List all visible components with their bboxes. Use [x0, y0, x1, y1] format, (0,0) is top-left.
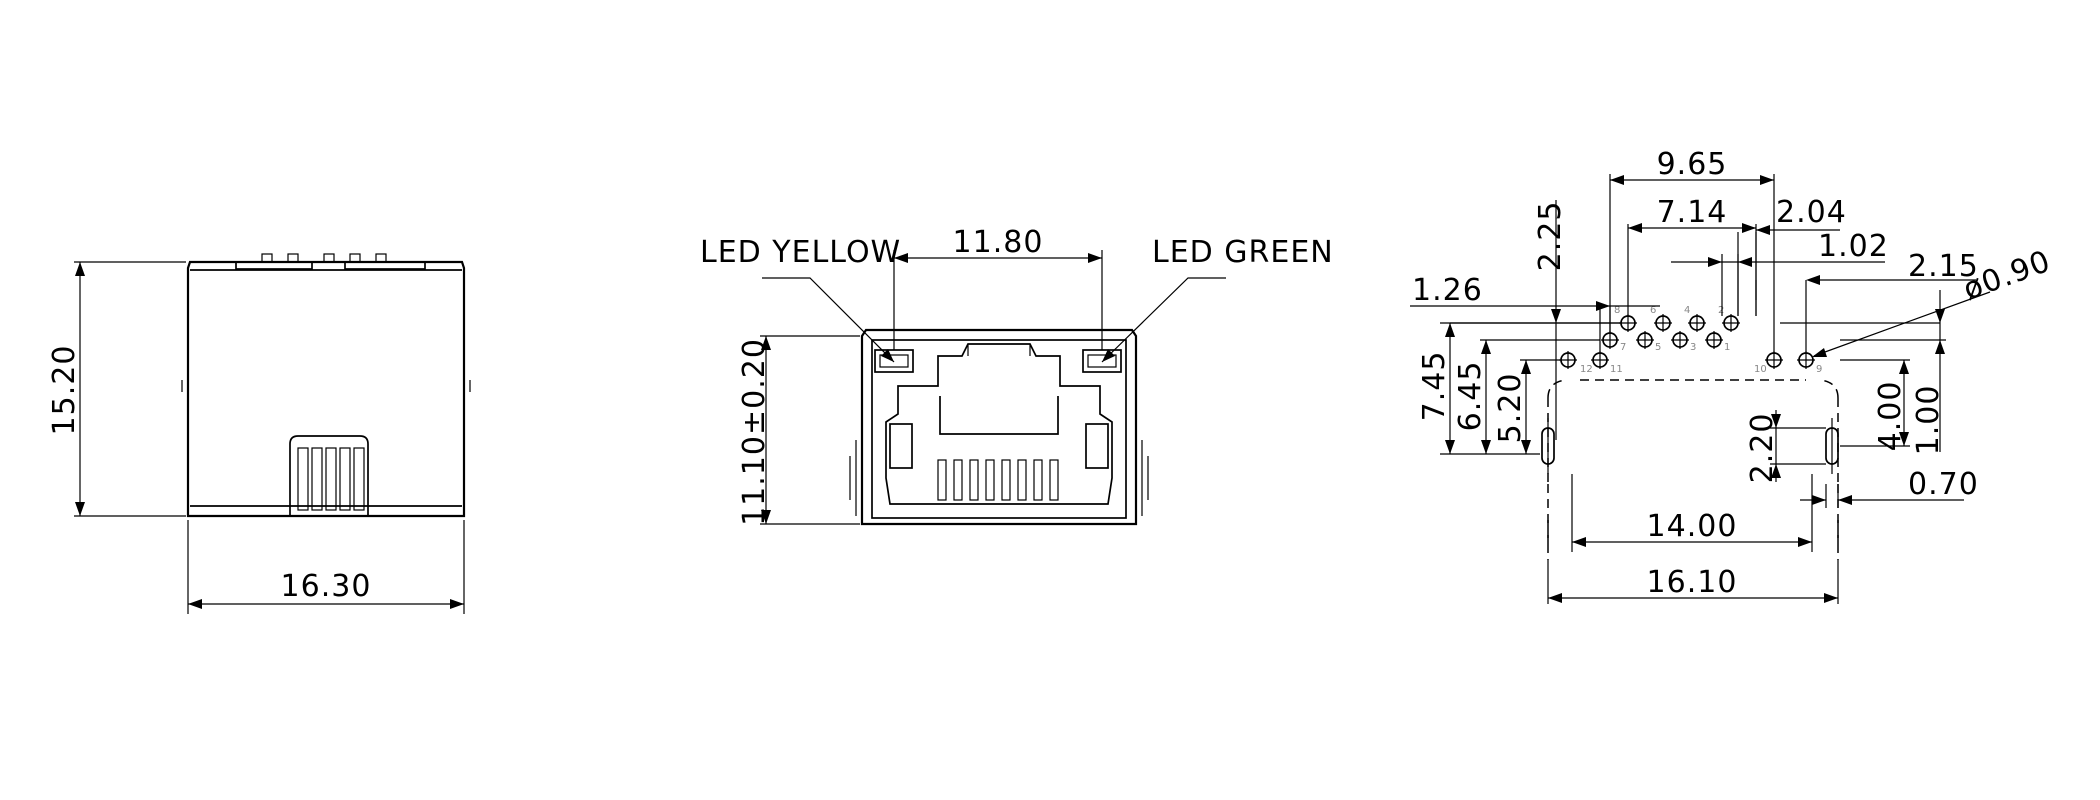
dim-16-10: 16.10 [1547, 560, 1839, 604]
dim-2-15: 2.15 [1755, 249, 1979, 352]
dim-offset-1-00: 1.00 [1911, 385, 1946, 456]
dim-14-00: 14.00 [1571, 474, 1813, 552]
svg-text:2: 2 [1718, 305, 1724, 316]
dim-pitch-a: 2.04 [1776, 195, 1847, 230]
dim-0-70: 0.70 [1800, 467, 1979, 508]
rj45-contacts [937, 459, 1059, 501]
front-view-body [860, 328, 1138, 526]
svg-text:11: 11 [1610, 364, 1623, 375]
svg-text:7: 7 [1620, 342, 1626, 353]
dim-16-30: 16.30 [187, 520, 465, 614]
svg-text:5: 5 [1655, 342, 1661, 353]
dim-height-5-20: 5.20 [1493, 373, 1528, 444]
side-view-top-pins [235, 253, 426, 270]
dim-height-4-00: 4.00 [1873, 381, 1908, 452]
dim-1-02: 1.02 [1671, 229, 1889, 316]
dim-inner-width: 14.00 [1647, 509, 1738, 544]
dim-1-26: 1.26 [1410, 273, 1660, 352]
svg-text:9: 9 [1816, 364, 1822, 375]
side-view-contacts [289, 435, 369, 516]
label-led-green: LED GREEN [1152, 235, 1334, 270]
svg-text:12: 12 [1580, 364, 1593, 375]
pin-holes [1559, 314, 1815, 369]
svg-text:6: 6 [1650, 305, 1656, 316]
front-view: 11.80 LED YELLOW LED GREEN 11.10±0.20 [700, 225, 1334, 526]
dim-6-45: 6.45 [1453, 339, 1600, 454]
dim-4-00: 4.00 [1840, 359, 1910, 452]
dim-height-7-45: 7.45 [1417, 351, 1452, 422]
dim-2-20: 2.20 [1745, 410, 1826, 483]
dim-offset-2-25: 2.25 [1533, 201, 1568, 272]
svg-text:8: 8 [1614, 305, 1620, 316]
dim-front-height: 11.10±0.20 [737, 338, 772, 526]
dim-side-height: 15.20 [47, 345, 82, 436]
led-yellow-window [874, 349, 914, 373]
dim-pitch-b: 1.02 [1818, 229, 1889, 264]
svg-text:1: 1 [1724, 342, 1730, 353]
svg-text:10: 10 [1754, 364, 1767, 375]
svg-text:3: 3 [1690, 342, 1696, 353]
label-led-yellow: LED YELLOW [700, 235, 901, 270]
dim-height-6-45: 6.45 [1453, 361, 1488, 432]
dim-offset-2-15: 2.15 [1908, 249, 1979, 284]
side-view: 16.30 15.20 [47, 253, 471, 614]
dim-outer-width: 16.10 [1647, 565, 1738, 600]
dim-11-10: 11.10±0.20 [737, 335, 860, 526]
footprint-outline [1547, 379, 1839, 560]
dim-1-00: 1.00 [1780, 290, 1946, 455]
footprint-view: 8 6 4 2 7 5 3 1 12 11 10 9 9.65 [1410, 147, 2055, 604]
dim-slot-length: 2.20 [1745, 413, 1780, 484]
dim-offset-1-26: 1.26 [1412, 273, 1483, 308]
dim-side-width: 16.30 [281, 569, 372, 604]
dim-7-45: 7.45 [1417, 322, 1620, 455]
side-view-body [186, 260, 466, 518]
svg-text:4: 4 [1684, 305, 1690, 316]
dim-slot-width: 0.70 [1908, 467, 1979, 502]
pin-numbers: 8 6 4 2 7 5 3 1 12 11 10 9 [1580, 305, 1822, 375]
dim-inner-row-width: 7.14 [1657, 195, 1728, 230]
dim-9-65: 9.65 [1609, 147, 1775, 354]
dim-11-80: 11.80 [893, 225, 1103, 350]
dim-row-width: 9.65 [1657, 147, 1728, 182]
dim-7-14: 7.14 [1627, 195, 1757, 316]
led-green-window [1082, 349, 1122, 373]
dim-5-20: 5.20 [1493, 359, 1560, 454]
dim-led-pitch: 11.80 [953, 225, 1044, 260]
dim-15-20: 15.20 [47, 261, 186, 517]
rj45-cavity [885, 343, 1113, 505]
